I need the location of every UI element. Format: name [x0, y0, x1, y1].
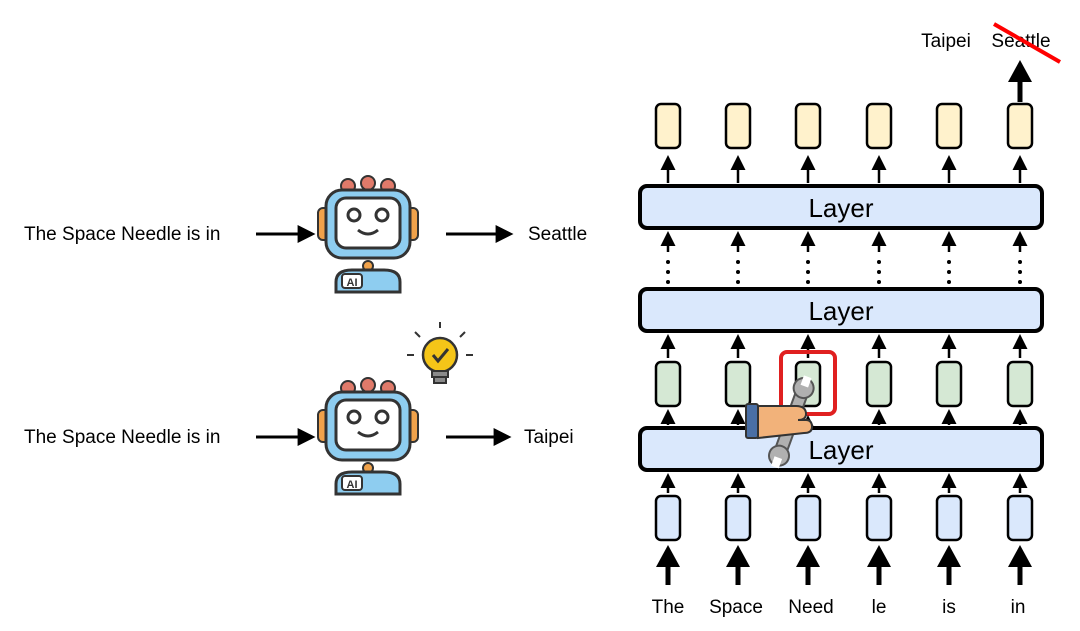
transformer-diagram: Taipei Seattle Layer	[638, 22, 1061, 618]
output-cell	[935, 102, 963, 150]
arrows-into-top-layer	[660, 231, 1028, 252]
hidden-cell	[724, 360, 752, 408]
token-label: Need	[788, 597, 833, 618]
arrows-layer1-to-hidden	[660, 409, 1028, 430]
token-label: The	[652, 597, 685, 618]
output-cell	[1006, 102, 1034, 150]
robot-badge-text: AI	[347, 479, 358, 491]
robot-badge-text: AI	[347, 277, 358, 289]
layer-block	[638, 287, 1044, 333]
left-row-edited: The Space Needle is in AI	[24, 322, 574, 496]
token-label: in	[1011, 597, 1026, 618]
input-cell	[724, 494, 752, 542]
layer-label: Layer	[808, 193, 873, 223]
hidden-cell	[654, 360, 682, 408]
input-cell	[865, 494, 893, 542]
left-output-text: Taipei	[524, 427, 574, 448]
output-cell	[794, 102, 822, 150]
output-cell	[654, 102, 682, 150]
left-input-text: The Space Needle is in	[24, 427, 220, 448]
hidden-cell	[865, 360, 893, 408]
token-labels: The Space Need le is in	[652, 597, 1026, 618]
layer-block	[638, 426, 1044, 472]
hidden-cells-row	[654, 360, 1034, 408]
layer-label: Layer	[808, 296, 873, 326]
output-cell	[865, 102, 893, 150]
output-cell	[724, 102, 752, 150]
layer-block	[638, 184, 1044, 230]
hidden-cell	[935, 360, 963, 408]
edited-cell-highlight	[779, 350, 837, 416]
token-label: le	[872, 597, 887, 618]
input-cell	[654, 494, 682, 542]
token-label: Space	[709, 597, 763, 618]
hidden-cell	[1006, 360, 1034, 408]
ellipsis-dots	[666, 260, 1022, 284]
arrows-input-to-layer	[660, 473, 1028, 493]
strike-line	[993, 22, 1061, 64]
input-cell	[935, 494, 963, 542]
token-label: is	[942, 597, 956, 618]
arrows-hidden-to-layer	[660, 334, 1028, 358]
robot-icon: AI	[317, 175, 419, 294]
left-row-original: The Space Needle is in AI Seattle	[24, 175, 587, 294]
output-cells-row	[654, 102, 1034, 150]
left-input-text: The Space Needle is in	[24, 224, 220, 245]
token-arrows	[656, 545, 1032, 585]
arrows-layer3-to-output	[660, 155, 1028, 183]
lightbulb-icon	[407, 322, 473, 384]
robot-icon: AI	[317, 377, 419, 496]
output-arrowhead	[1008, 60, 1032, 82]
input-cells-row	[654, 494, 1034, 542]
prediction-new: Taipei	[921, 31, 971, 52]
input-cell	[794, 494, 822, 542]
left-output-text: Seattle	[528, 224, 587, 245]
wrench-hand-icon	[745, 375, 815, 469]
layer-label: Layer	[808, 435, 873, 465]
input-cell	[1006, 494, 1034, 542]
